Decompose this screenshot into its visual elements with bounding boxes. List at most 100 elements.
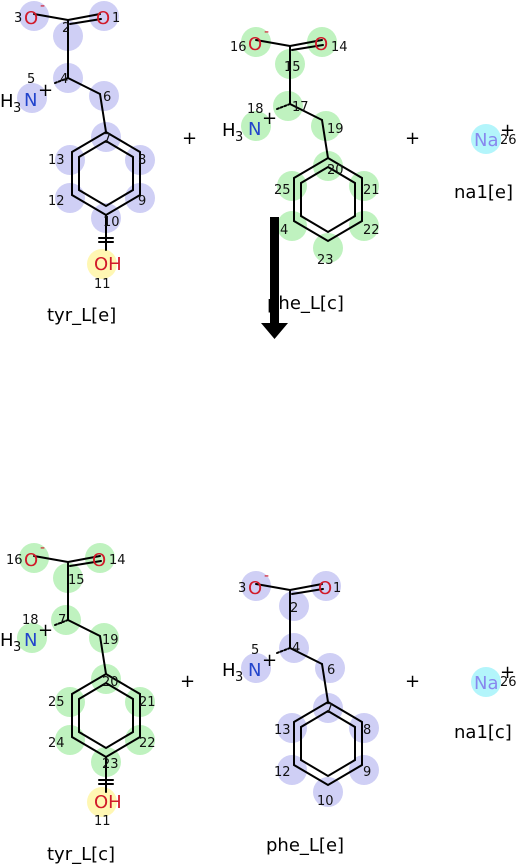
atom-number: 3 xyxy=(14,11,22,26)
atom-O: O xyxy=(96,8,110,29)
atom-circle xyxy=(277,171,307,201)
atom-number: 8 xyxy=(363,723,371,738)
atom-number: 10 xyxy=(103,215,120,230)
atom-O: O xyxy=(24,550,38,571)
atom-number: 5 xyxy=(251,643,259,658)
atom-N: N xyxy=(248,119,261,140)
atom-OH: OH xyxy=(94,254,122,275)
molecule-name: na1[c] xyxy=(454,722,512,743)
atom-Na: Na xyxy=(474,130,499,151)
atom-H: H xyxy=(222,120,236,141)
reaction-arrow xyxy=(261,217,288,339)
atom-N: N xyxy=(24,630,37,651)
atom-number: 16 xyxy=(6,553,23,568)
atom-number: 6 xyxy=(327,663,335,678)
atom-number: 25 xyxy=(274,183,291,198)
atom-circle xyxy=(349,171,379,201)
atom-number: 1 xyxy=(112,11,120,26)
plus-sign: + xyxy=(180,671,195,692)
atom-number: 2 xyxy=(62,21,70,36)
atom-number: 9 xyxy=(138,194,146,209)
atom-N: N xyxy=(248,660,261,681)
charge-plus: + xyxy=(38,80,53,101)
atom-number: 7 xyxy=(103,132,111,147)
atom-O: O xyxy=(92,550,106,571)
atom-number: 13 xyxy=(48,153,65,168)
charge-minus: - xyxy=(40,540,45,556)
atom-number: 18 xyxy=(247,102,264,117)
atom-number: 4 xyxy=(60,72,68,87)
atom-number: 26 xyxy=(500,133,517,148)
atom-number: 25 xyxy=(48,695,65,710)
atom-number: 22 xyxy=(139,736,156,751)
atom-H: H xyxy=(0,91,14,112)
atom-number: 3 xyxy=(238,581,246,596)
atom-number: 4 xyxy=(292,641,300,656)
atom-number: 21 xyxy=(139,695,156,710)
atom-number: 13 xyxy=(274,723,291,738)
atom-number: 20 xyxy=(327,163,344,178)
atom-number: 26 xyxy=(500,675,517,690)
atom-number: 23 xyxy=(317,253,334,268)
molecule-na1-e: Na + 26 na1[e] xyxy=(454,120,517,203)
atom-O: O xyxy=(24,8,38,29)
atom-circle xyxy=(87,249,117,279)
molecule-tyr-L-c: O 14 16 O - 15 H 3 N + 18 7 19 20 21 22 … xyxy=(0,540,156,865)
atom-circle xyxy=(241,111,271,141)
atom-H-subscript: 3 xyxy=(13,640,21,655)
atom-circle xyxy=(279,633,309,663)
atom-O: O xyxy=(248,34,262,55)
atom-circle xyxy=(349,211,379,241)
atom-number: 8 xyxy=(138,153,146,168)
atom-number: 20 xyxy=(102,675,119,690)
atom-number: 22 xyxy=(363,223,380,238)
atom-circle xyxy=(17,623,47,653)
atom-number: 12 xyxy=(274,765,291,780)
atom-circle xyxy=(241,27,271,57)
atom-number: 21 xyxy=(363,183,380,198)
atom-circle xyxy=(17,83,47,113)
atom-circle xyxy=(279,591,309,621)
atom-circle xyxy=(55,183,85,213)
atom-circle xyxy=(89,81,119,111)
charge-minus: - xyxy=(264,24,269,40)
atom-number: 19 xyxy=(327,122,344,137)
plus-sign: + xyxy=(405,671,420,692)
atom-number: 11 xyxy=(94,814,111,829)
atom-number: 23 xyxy=(102,757,119,772)
atom-H: H xyxy=(222,660,236,681)
atom-number: 10 xyxy=(317,794,334,809)
charge-minus: - xyxy=(264,568,269,584)
atom-O: O xyxy=(314,34,328,55)
atom-number: 7 xyxy=(325,702,333,717)
atom-circle xyxy=(277,713,307,743)
atom-circle xyxy=(19,1,49,31)
atom-number: 24 xyxy=(48,736,65,751)
atom-H: H xyxy=(0,630,14,651)
atom-H-subscript: 3 xyxy=(235,670,243,685)
molecule-tyr-L-e: O 1 3 O - 2 H 3 N + 5 4 6 7 8 9 10 12 13… xyxy=(0,0,155,326)
atom-circle xyxy=(85,543,115,573)
molecule-name: na1[e] xyxy=(454,182,513,203)
atom-number: 18 xyxy=(22,613,39,628)
atom-number: 6 xyxy=(103,90,111,105)
atom-H-subscript: 3 xyxy=(235,130,243,145)
atom-circle xyxy=(241,653,271,683)
atom-number: 15 xyxy=(68,573,85,588)
atom-number: 9 xyxy=(363,765,371,780)
atom-O: O xyxy=(248,578,262,599)
atom-circle xyxy=(307,27,337,57)
atom-number: 19 xyxy=(102,633,119,648)
molecule-name: phe_L[c] xyxy=(267,293,344,314)
atom-H-subscript: 3 xyxy=(13,101,21,116)
atom-circle xyxy=(311,571,341,601)
atom-Na: Na xyxy=(474,673,499,694)
atom-number: 1 xyxy=(333,581,341,596)
molecule-name: phe_L[e] xyxy=(266,835,344,856)
charge-plus: + xyxy=(500,662,515,683)
atom-circle xyxy=(471,667,501,697)
molecule-name: tyr_L[e] xyxy=(47,305,116,326)
atom-circle xyxy=(89,623,119,653)
atom-number: 12 xyxy=(48,194,65,209)
